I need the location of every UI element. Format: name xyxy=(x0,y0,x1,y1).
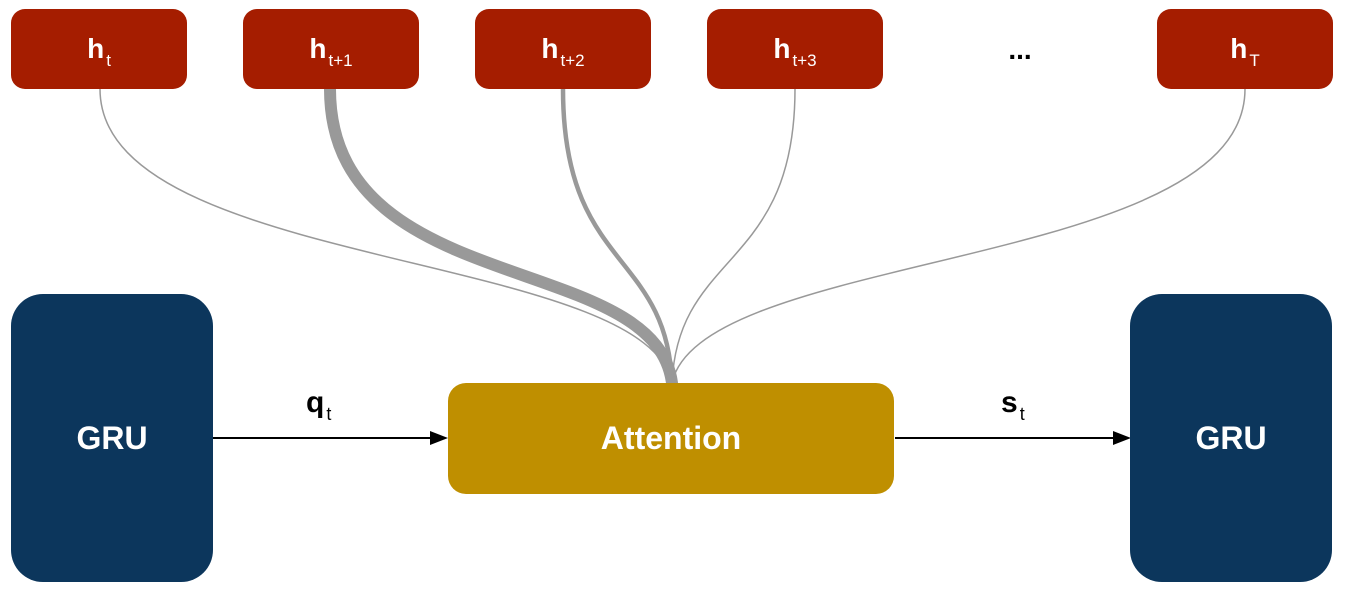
attention-label: Attention xyxy=(600,420,742,456)
gru-right-label: GRU xyxy=(1195,419,1267,456)
connector-h-t xyxy=(99,88,673,384)
gru-left-label: GRU xyxy=(76,419,148,456)
connector-h-T xyxy=(671,88,1246,384)
connector-h-t+3 xyxy=(671,88,796,384)
gru-left-box: GRU xyxy=(11,294,213,582)
query-arrow xyxy=(213,431,448,445)
gru-right-box: GRU xyxy=(1130,294,1332,582)
attention-connectors xyxy=(99,83,1246,389)
connector-h-t+1 xyxy=(324,83,678,389)
output-arrow xyxy=(895,431,1131,445)
attention-box: Attention xyxy=(448,383,894,494)
connector-h-t+2 xyxy=(560,86,675,386)
ellipsis: ... xyxy=(1008,34,1032,65)
